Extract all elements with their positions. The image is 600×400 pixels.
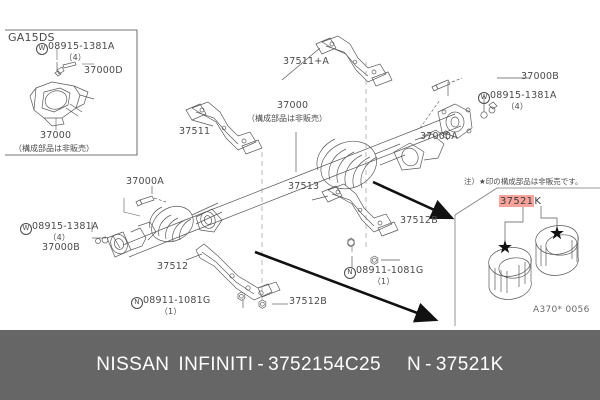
highlighted-part-callout: 37521K (499, 195, 542, 207)
footer-banner: NISSAN INFINITI - 3752154C25 N - 37521K (0, 330, 600, 400)
nut-marker-icon: N (344, 267, 356, 279)
washer-marker-icon: W (36, 43, 48, 55)
inset-title: GA15DS (8, 31, 55, 44)
label-37000A-left: 37000A (126, 176, 164, 187)
sheet-code: A370* 0056 (533, 305, 590, 315)
separator-dash: - (257, 354, 265, 375)
label-text: 08911-1081G (143, 295, 211, 306)
highlighted-part-number: 37521 (499, 195, 535, 207)
label-37513: 37513 (288, 181, 320, 192)
label-37000B-left: 37000B (42, 242, 80, 253)
label-text: 08915-1381A (32, 221, 99, 232)
separator-dash-2: - (425, 354, 432, 375)
label-37000B-top: 37000B (521, 71, 559, 82)
brand-name: NISSAN (96, 354, 170, 375)
label-37511A: 37511+A (283, 56, 330, 67)
label-qty: （1） (372, 277, 395, 286)
label-37512B-bottom: 37512B (289, 296, 327, 307)
diagram-illustration (5, 29, 600, 326)
washer-marker-icon: W (20, 223, 32, 235)
inset-jp-subnote: （構成部品は非販売） (14, 144, 94, 153)
label-text: 08911-1081G (356, 265, 424, 276)
label-37511: 37511 (179, 126, 211, 137)
label-37000A-top: 37000A (420, 131, 458, 142)
n-prefix: N (406, 354, 422, 375)
non-sale-note: 注）★印の構成部品は非販売です。 (464, 177, 583, 186)
part-number-suffix: K (534, 196, 542, 207)
label-37512B-mid: 37512B (400, 215, 438, 226)
nut-marker-icon: N (131, 297, 143, 309)
label-text: 08915-1381A (490, 90, 557, 101)
label-inset-37000: 37000 (40, 130, 72, 141)
label-37000D: 37000D (84, 65, 123, 76)
center-jp-subnote: （構成部品は非販売） (247, 114, 327, 123)
washer-marker-icon: W (478, 92, 490, 104)
label-text: 08915-1381A (48, 41, 115, 52)
label-37512: 37512 (157, 261, 189, 272)
label-qty: （4） (506, 102, 529, 111)
sub-brand-name: INFINITI (178, 354, 254, 375)
label-qty: （4） (48, 233, 71, 242)
label-qty: （1） (159, 307, 182, 316)
catalog-number: 3752154C25 (268, 354, 381, 375)
part-number: 37521K (435, 354, 504, 375)
label-qty: （4） (64, 53, 87, 62)
label-37000-center: 37000 (277, 100, 309, 111)
